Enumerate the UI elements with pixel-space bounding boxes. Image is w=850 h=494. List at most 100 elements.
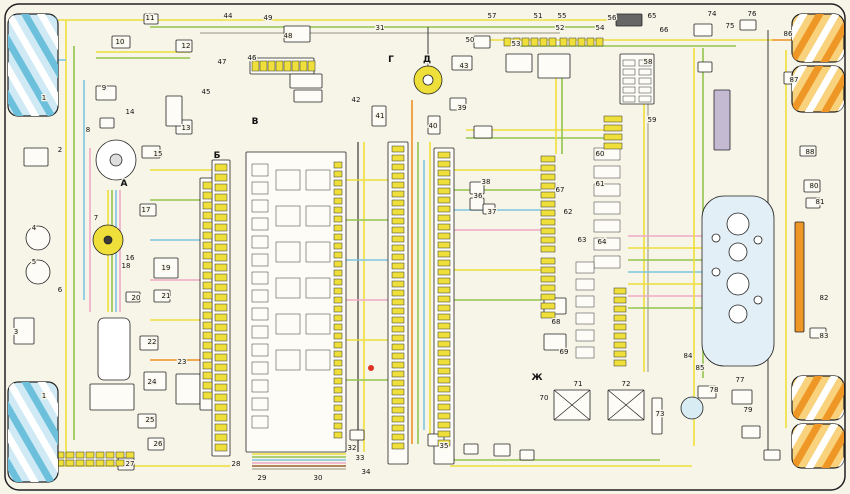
connector-strip [215, 214, 227, 221]
gauge-tachometer [727, 213, 749, 235]
callout-number: 55 [558, 12, 567, 20]
section-letter: А [121, 179, 128, 189]
relay-box [24, 148, 48, 166]
callout-number: 45 [202, 88, 211, 96]
connector-strip [308, 61, 315, 71]
connector-strip [215, 404, 227, 411]
callout-number: 18 [122, 262, 131, 270]
ignition-coil [166, 96, 182, 126]
connector-strip [116, 452, 124, 458]
switch-column [576, 313, 594, 324]
callout-number: 1 [42, 94, 46, 102]
callout-number: 24 [148, 378, 157, 386]
connector-strip [215, 294, 227, 301]
connector-strip [86, 460, 94, 466]
connector-strip [541, 183, 555, 189]
connector-strip [438, 179, 450, 185]
callout-number: 60 [596, 150, 605, 158]
callout-number: 84 [684, 352, 693, 360]
connector-strip [438, 377, 450, 383]
block-pin-column [252, 362, 268, 374]
connector-strip [106, 460, 114, 466]
block-relay-grid [306, 170, 330, 190]
connector-strip [392, 353, 404, 359]
block-pin-column [252, 290, 268, 302]
connector-strip [215, 184, 227, 191]
connector-strip [203, 322, 212, 329]
connector-strip [392, 407, 404, 413]
connector-strip [541, 303, 555, 309]
connector-strip [203, 252, 212, 259]
callout-number: 83 [820, 332, 829, 340]
connector-strip [276, 61, 283, 71]
connector-strip [284, 61, 291, 71]
callout-number: 68 [552, 318, 561, 326]
component-box [538, 54, 570, 78]
connector-strip [438, 287, 450, 293]
callout-number: 11 [146, 14, 155, 22]
connector-strip [334, 279, 342, 285]
connector-strip [334, 198, 342, 204]
connector-strip [392, 416, 404, 422]
connector-strip [392, 371, 404, 377]
block-pin-column [252, 416, 268, 428]
connector-strip [392, 344, 404, 350]
connector-strip [392, 299, 404, 305]
connector-strip [203, 332, 212, 339]
connector-strip [215, 164, 227, 171]
callout-number: 40 [429, 122, 438, 130]
connector-strip [438, 413, 450, 419]
connector-pins [639, 87, 651, 93]
component-box [694, 24, 712, 36]
callout-number: 50 [466, 36, 475, 44]
connector-strip [66, 460, 74, 466]
block-relay-grid [276, 170, 300, 190]
connector-strip [300, 61, 307, 71]
callout-number: 79 [744, 406, 753, 414]
callout-number: 5 [32, 258, 36, 266]
connector-pins [623, 87, 635, 93]
connector-strip [541, 285, 555, 291]
connector-strip [392, 380, 404, 386]
connector-strip [86, 452, 94, 458]
connector-strip [215, 284, 227, 291]
connector-strip [215, 364, 227, 371]
callout-number: 66 [660, 26, 669, 34]
connector-strip [438, 305, 450, 311]
distributor-center [423, 75, 433, 85]
connector-strip [541, 237, 555, 243]
callout-number: 41 [376, 112, 385, 120]
connector-strip [392, 425, 404, 431]
connector-strip [541, 210, 555, 216]
connector-strip [203, 342, 212, 349]
connector-strip [392, 146, 404, 152]
connector-strip [215, 384, 227, 391]
connector-strip [596, 38, 603, 46]
connector-strip [541, 294, 555, 300]
connector-strip [334, 252, 342, 258]
connector-strip [549, 38, 556, 46]
connector-strip [541, 246, 555, 252]
connector-strip [203, 202, 212, 209]
callout-number: 1 [42, 392, 46, 400]
connector-strip [215, 314, 227, 321]
gauge-temperature [729, 305, 747, 323]
callout-number: 28 [232, 460, 241, 468]
connector-strip [438, 197, 450, 203]
connector-strip [541, 165, 555, 171]
connector-strip [334, 378, 342, 384]
connector-pins [639, 96, 651, 102]
callout-number: 38 [482, 178, 491, 186]
connector-strip [203, 232, 212, 239]
component-box [474, 126, 492, 138]
gauge-speedometer [729, 243, 747, 261]
connector-strip [392, 272, 404, 278]
component-box [520, 450, 534, 460]
connector-strip [392, 443, 404, 449]
connector-strip [541, 192, 555, 198]
connector-strip [203, 182, 212, 189]
connector-strip [334, 360, 342, 366]
connector-strip [541, 219, 555, 225]
connector-strip [215, 444, 227, 451]
